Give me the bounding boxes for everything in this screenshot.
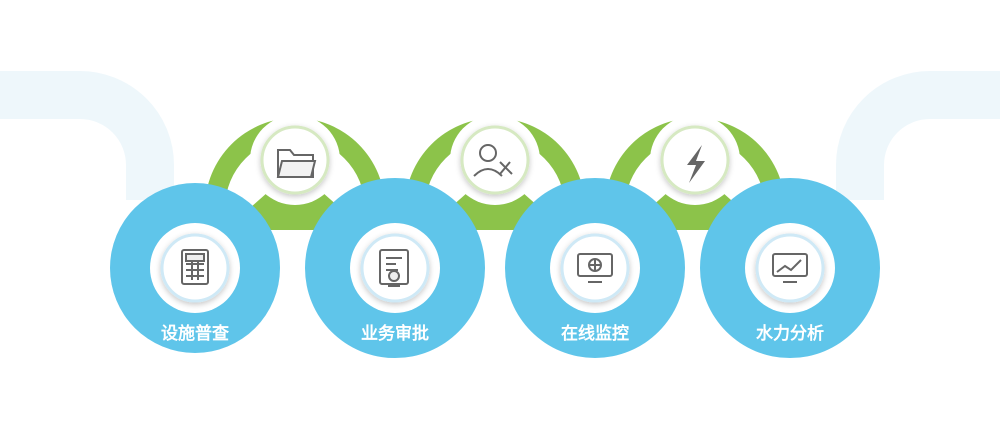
label-business-approval: 业务审批 <box>361 323 429 344</box>
top-arc-1 <box>204 117 385 208</box>
background-ribbon <box>0 71 1000 200</box>
line-chart-monitor-icon <box>772 253 808 283</box>
folder-icon <box>276 149 317 178</box>
label-facility-management: 设施管理 <box>261 83 329 104</box>
label-hydraulic-analysis: 水力分析 <box>756 323 824 344</box>
label-online-monitoring: 在线监控 <box>561 323 629 344</box>
stamp-document-icon <box>379 249 409 287</box>
top-arc-3 <box>605 118 785 208</box>
monitor-globe-icon <box>577 253 613 283</box>
label-facility-survey: 设施普查 <box>161 323 230 344</box>
user-wrench-icon <box>473 144 513 177</box>
label-maintenance-management: 养护管理 <box>460 83 529 104</box>
label-emergency-dispatch: 应急调度 <box>661 83 730 104</box>
calculator-icon <box>181 249 209 285</box>
top-arc-2 <box>405 118 585 208</box>
lightning-icon <box>687 145 705 183</box>
